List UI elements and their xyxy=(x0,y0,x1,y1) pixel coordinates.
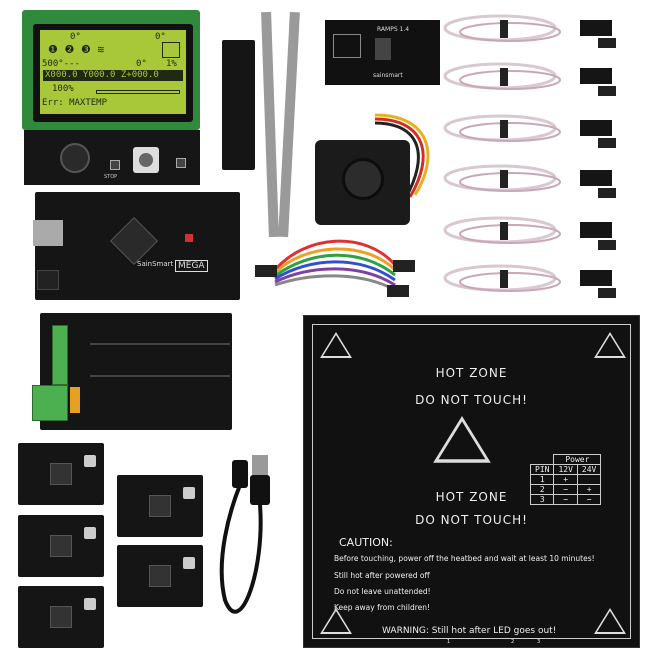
lcd-temp-top: 0° xyxy=(70,32,81,42)
table-cell: − xyxy=(553,484,578,495)
fan-hub xyxy=(342,158,384,200)
fan-wires xyxy=(374,113,430,200)
usb-cable xyxy=(219,455,270,614)
caution-line: Do not leave unattended! xyxy=(334,587,431,596)
terminal-block xyxy=(52,325,68,385)
pin-label: 3 xyxy=(537,639,541,645)
table-cell: − xyxy=(553,494,578,505)
stop-button[interactable] xyxy=(110,160,120,170)
regulator xyxy=(375,38,391,60)
ribbon-cable-1 xyxy=(261,11,279,238)
endstop-cables xyxy=(443,14,618,300)
rotary-encoder-knob[interactable] xyxy=(133,147,159,173)
table-header: PIN xyxy=(529,464,555,475)
ramps-board xyxy=(32,313,232,430)
heatbed-border xyxy=(312,324,631,639)
lcd-progress-bar xyxy=(96,90,180,94)
usb-b-port xyxy=(33,220,63,246)
jumper-wires xyxy=(255,239,415,297)
hot-zone-label-2: HOT ZONE xyxy=(435,490,508,504)
table-cell: + xyxy=(553,474,578,485)
extruder-icons: ❶ ❷ ❸ ≋ xyxy=(48,43,105,56)
do-not-touch-label-2: DO NOT TOUCH! xyxy=(415,513,528,527)
ribbon-cable-2 xyxy=(278,11,300,238)
mega-brand: SainSmart xyxy=(137,260,174,268)
header-row xyxy=(90,343,230,345)
pin-label: 1 xyxy=(447,639,451,645)
stop-label: STOP xyxy=(104,174,118,180)
table-cell: 2 xyxy=(529,484,555,495)
cooling-fan xyxy=(315,140,410,225)
lcd-adapter-board xyxy=(222,40,255,170)
lcd-coordinates: X000.0 Y000.0 Z+000.0 xyxy=(43,70,183,81)
hot-surface-icon xyxy=(594,608,626,634)
hot-zone-label: HOT ZONE xyxy=(435,366,508,380)
caution-title: CAUTION: xyxy=(339,536,393,549)
ramps-brand: sainsmart xyxy=(373,72,403,79)
fan-icon xyxy=(162,42,180,58)
ramps-label-board: RAMPS 1.4 sainsmart xyxy=(325,20,440,85)
do-not-touch-label: DO NOT TOUCH! xyxy=(415,393,528,407)
table-cell: − xyxy=(576,494,602,505)
arduino-mega-board: SainSmart MEGA xyxy=(33,192,240,300)
fuse xyxy=(70,387,80,413)
table-cell: 3 xyxy=(529,494,555,505)
table-cell: 1 xyxy=(529,474,555,485)
lcd-feed-rate: 100% xyxy=(52,84,74,94)
pin-label: 2 xyxy=(511,639,515,645)
stepper-driver xyxy=(117,545,203,607)
warning-text: WARNING: Still hot after LED goes out! xyxy=(382,626,557,636)
power-table-title: Power xyxy=(553,454,602,465)
lcd-screen: 0° 0° ❶ ❷ ❸ ≋ 500°--- 0° 1% X000.0 Y000.… xyxy=(40,30,186,114)
heatbed: HOT ZONE DO NOT TOUCH! HOT ZONE DO NOT T… xyxy=(303,315,640,648)
connector xyxy=(333,34,361,58)
stepper-driver xyxy=(18,586,104,648)
mega-label: MEGA xyxy=(175,260,208,272)
reset-button[interactable] xyxy=(176,158,186,168)
table-header: 12V xyxy=(553,464,578,475)
lcd-error: Err: MAXTEMP xyxy=(42,98,108,108)
stepper-driver xyxy=(18,443,104,505)
caution-line: Still hot after powered off xyxy=(334,571,430,580)
hot-surface-icon xyxy=(320,332,352,358)
mcu-chip xyxy=(109,216,159,266)
lcd-bed-temp: 0° xyxy=(155,32,166,42)
stepper-driver xyxy=(117,475,203,537)
reset-button[interactable] xyxy=(185,234,193,242)
table-cell xyxy=(576,474,602,485)
lcd-button-strip xyxy=(24,130,200,185)
table-cell: + xyxy=(576,484,602,495)
header-row xyxy=(90,375,230,377)
stepper-driver xyxy=(18,515,104,577)
power-jack xyxy=(37,270,59,290)
endstop-list xyxy=(440,10,630,304)
caution-line: Keep away from children! xyxy=(334,603,431,612)
lcd-temp-set: 500°--- xyxy=(42,59,80,69)
caution-line: Before touching, power off the heatbed a… xyxy=(334,554,595,563)
table-header: 24V xyxy=(576,464,602,475)
hot-surface-icon xyxy=(320,608,352,634)
ramps-label: RAMPS 1.4 xyxy=(377,26,410,33)
hot-surface-icon-large xyxy=(433,416,491,463)
power-terminal xyxy=(32,385,68,421)
lcd-fan-percent: 1% xyxy=(166,59,177,69)
lcd-bed-temp-2: 0° xyxy=(136,59,147,69)
hot-surface-icon xyxy=(594,332,626,358)
buzzer xyxy=(60,143,90,173)
